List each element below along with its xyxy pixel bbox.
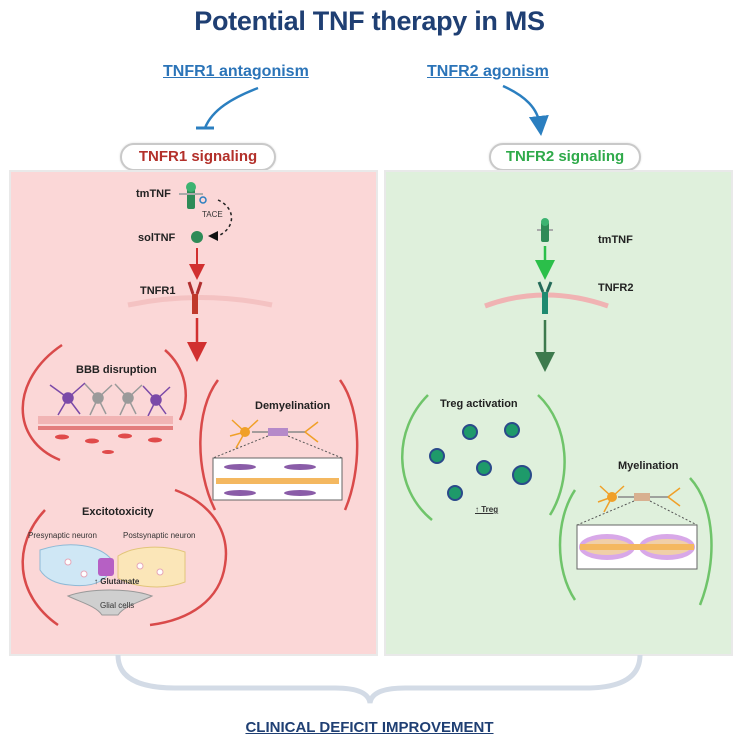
- oligodendrocyte-left-icon: [229, 419, 319, 449]
- tnfr2-receptor-icon: [537, 281, 553, 314]
- tmtnf-label-left: tmTNF: [136, 188, 171, 200]
- tmtnf-label-right: tmTNF: [598, 234, 633, 246]
- bbb-arc: [21, 343, 63, 462]
- tnfr1-receptor-icon: [187, 281, 203, 314]
- glutamate-label: ↑ Glutamate: [94, 577, 140, 586]
- tmtnf-receptor-left-icon: [179, 182, 207, 209]
- demyelination-label: Demyelination: [255, 400, 331, 412]
- tnfr1-label: TNFR1: [140, 285, 176, 297]
- bbb-disruption-label: BBB disruption: [76, 364, 157, 376]
- tnfr2-panel: [384, 170, 733, 656]
- tace-cleavage-arrow: [217, 199, 233, 237]
- myelination-arc: [558, 489, 577, 601]
- presynaptic-neuron-icon: [39, 544, 113, 587]
- soltnf-label: solTNF: [138, 232, 176, 244]
- demyelinated-axon-inset: [212, 457, 343, 501]
- oligodendrocyte-right-icon: [597, 485, 681, 513]
- myelination-label: Myelination: [618, 460, 679, 472]
- endothelium-icon: [38, 416, 173, 454]
- antagonism-arrow: [203, 86, 259, 129]
- demyelination-arc: [199, 379, 219, 511]
- tnfr2-label: TNFR2: [598, 282, 634, 294]
- treg-cells-icon: [429, 422, 532, 501]
- presynaptic-label: Presynaptic neuron: [28, 531, 97, 540]
- glial-cells-icon: [66, 589, 154, 616]
- excitotoxicity-label: Excitotoxicity: [82, 506, 154, 518]
- treg-activation-label: Treg activation: [440, 398, 518, 410]
- treg-increase-label: ↑ Treg: [475, 505, 499, 514]
- tace-label: TACE: [202, 210, 223, 219]
- agonism-arrow: [502, 84, 549, 136]
- tnfr2-agonism-link[interactable]: TNFR2 agonism: [427, 63, 549, 80]
- glial-cells-label: Glial cells: [100, 601, 135, 610]
- excitotoxicity-arc: [21, 509, 59, 627]
- tnfr1-antagonism-link[interactable]: TNFR1 antagonism: [163, 63, 309, 80]
- page-title: Potential TNF therapy in MS: [194, 6, 545, 36]
- postsynaptic-neuron-icon: [117, 546, 186, 588]
- postsynaptic-label: Postsynaptic neuron: [123, 531, 196, 540]
- treg-activation-arc: [401, 394, 433, 521]
- clinical-outcome-label: CLINICAL DEFICIT IMPROVEMENT: [245, 719, 494, 736]
- summary-bracket: [115, 654, 643, 704]
- myelinated-axon-inset: [576, 524, 698, 570]
- tmtnf-receptor-right-icon: [537, 218, 553, 242]
- astrocytes-icon: [49, 382, 171, 417]
- soltnf-icon: [191, 231, 203, 243]
